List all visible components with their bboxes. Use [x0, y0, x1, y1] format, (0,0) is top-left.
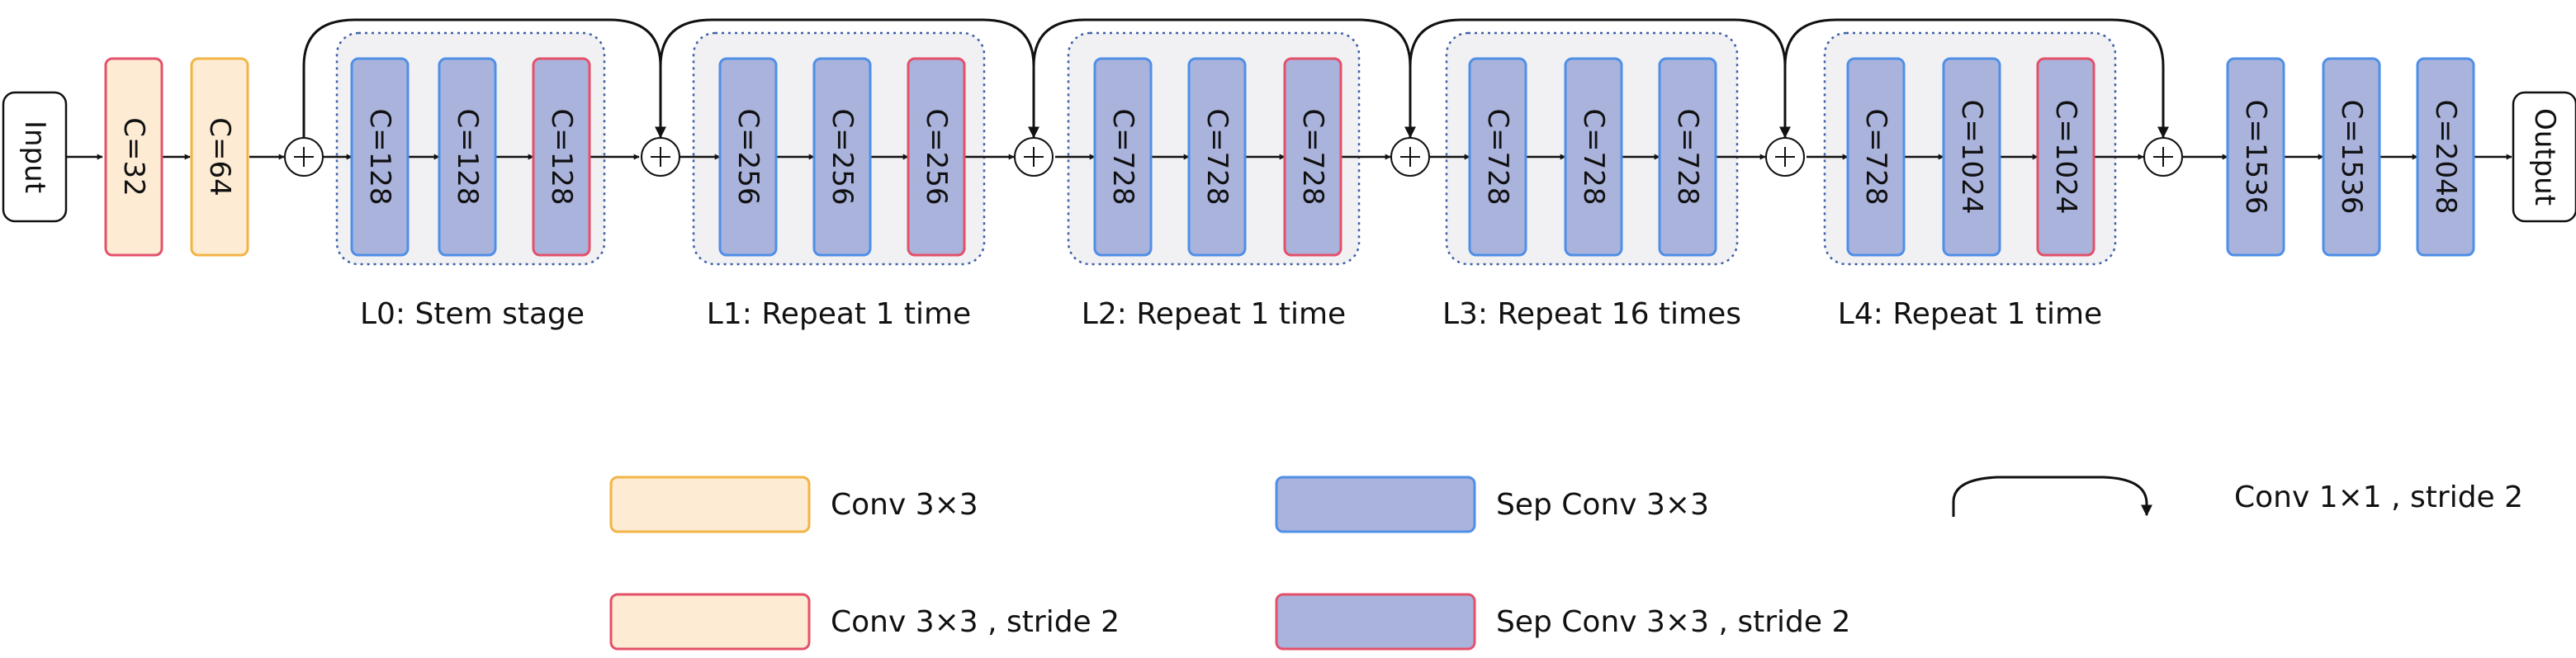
conv-block-sep-stride: C=1024: [2036, 57, 2095, 257]
output-label: Output: [2528, 108, 2561, 206]
conv-block-label: C=256: [826, 108, 859, 205]
skip-connection-arrow: [1032, 18, 1416, 140]
skip-connection-arrow: [302, 18, 666, 140]
legend-swatch-sep-stride: [1275, 593, 1476, 651]
conv-block-label: C=728: [1296, 108, 1329, 205]
add-node: [2143, 137, 2183, 177]
conv-block-sep: C=728: [1093, 57, 1153, 257]
input-terminal: [2, 91, 68, 223]
skip-connection-arrow: [659, 18, 1039, 140]
conv-block-label: C=728: [1859, 108, 1892, 205]
conv-block-label: C=728: [1481, 108, 1514, 205]
legend-label-skip: Conv 1×1 , stride 2: [2234, 480, 2523, 514]
conv-block-label: C=728: [1106, 108, 1139, 205]
legend-label-sep: Sep Conv 3×3: [1496, 488, 1709, 522]
add-node: [641, 137, 680, 177]
conv-block-sep: C=128: [438, 57, 497, 257]
conv-block-label: C=128: [363, 108, 396, 205]
input-label: Input: [18, 121, 51, 193]
conv-block-sep-stride: C=128: [532, 57, 591, 257]
conv-block-sep: C=256: [718, 57, 778, 257]
legend-label-conv: Conv 3×3: [831, 488, 978, 522]
conv-block-label: C=728: [1671, 108, 1704, 205]
conv-block-rect: [1846, 57, 1906, 257]
conv-block-rect: [190, 57, 249, 257]
stage-label-l3: L3: Repeat 16 times: [1442, 297, 1741, 331]
add-node: [1014, 137, 1054, 177]
conv-block-label: C=128: [545, 108, 578, 205]
conv-block-rect: [2226, 57, 2285, 257]
conv-block-rect: [1283, 57, 1342, 257]
legend: Conv 3×3 Conv 3×3 , stride 2 Sep Conv 3×…: [609, 476, 2523, 651]
conv-block-rect: [2322, 57, 2381, 257]
skip-connection-arrow: [1409, 18, 1791, 140]
stage-label-l1: L1: Repeat 1 time: [707, 297, 971, 331]
conv-block-rect: [2416, 57, 2475, 257]
conv-block-rect: [532, 57, 591, 257]
conv-block-label: C=2048: [2429, 100, 2462, 215]
conv-block-label: C=32: [117, 117, 150, 196]
conv-block-label: C=728: [1200, 108, 1234, 205]
conv-block-sep: C=728: [1468, 57, 1527, 257]
conv-blocks: C=32 C=64 C=128 C=128 C=128 C=256 C=256 C=256 C=…: [104, 57, 2475, 257]
conv-block-sep: C=728: [1658, 57, 1717, 257]
conv-block-label: C=728: [1577, 108, 1610, 205]
conv-block-rect: [1093, 57, 1153, 257]
conv-block-rect: [1187, 57, 1247, 257]
conv-block-label: C=256: [732, 108, 765, 205]
conv-block-sep: C=256: [812, 57, 872, 257]
conv-block-label: C=1536: [2239, 100, 2272, 215]
conv-block-rect: [1564, 57, 1623, 257]
conv-block-rect: [104, 57, 163, 257]
legend-swatch-conv-stride: [609, 593, 811, 651]
legend-swatch-sep: [1275, 476, 1476, 533]
conv-block-sep: C=728: [1564, 57, 1623, 257]
legend-swatch-conv: [609, 476, 811, 533]
conv-block-sep: C=728: [1846, 57, 1906, 257]
stage-label-l2: L2: Repeat 1 time: [1082, 297, 1346, 331]
conv-block-sep: C=728: [1187, 57, 1247, 257]
conv-block-sep-stride: C=728: [1283, 57, 1342, 257]
conv-block-conv: C=64: [190, 57, 249, 257]
stage-label-l0: L0: Stem stage: [360, 297, 585, 331]
conv-block-sep: C=128: [350, 57, 410, 257]
conv-block-sep: C=1536: [2226, 57, 2285, 257]
conv-block-label: C=1536: [2335, 100, 2368, 215]
conv-block-label: C=1024: [1955, 100, 1988, 215]
stage-label-l4: L4: Repeat 1 time: [1838, 297, 2102, 331]
conv-block-rect: [2036, 57, 2095, 257]
conv-block-sep: C=2048: [2416, 57, 2475, 257]
conv-block-rect: [907, 57, 966, 257]
conv-block-sep: C=1024: [1942, 57, 2001, 257]
add-node: [284, 137, 324, 177]
conv-block-rect: [1658, 57, 1717, 257]
conv-block-rect: [438, 57, 497, 257]
conv-block-rect: [718, 57, 778, 257]
conv-block-label: C=64: [203, 117, 236, 196]
skip-connection-arrow: [1783, 18, 2169, 140]
conv-block-conv-stride: C=32: [104, 57, 163, 257]
conv-block-label: C=256: [920, 108, 953, 205]
legend-label-sep-stride: Sep Conv 3×3 , stride 2: [1496, 605, 1850, 639]
conv-block-rect: [350, 57, 410, 257]
conv-block-label: C=1024: [2049, 100, 2082, 215]
legend-skip-arrow-icon: [1952, 476, 2152, 517]
output-terminal: [2512, 91, 2576, 223]
conv-block-rect: [1468, 57, 1527, 257]
conv-block-rect: [1942, 57, 2001, 257]
add-node: [1765, 137, 1805, 177]
conv-block-rect: [812, 57, 872, 257]
legend-label-conv-stride: Conv 3×3 , stride 2: [831, 605, 1120, 639]
conv-block-label: C=128: [451, 108, 484, 205]
conv-block-sep: C=1536: [2322, 57, 2381, 257]
conv-block-sep-stride: C=256: [907, 57, 966, 257]
add-node: [1390, 137, 1430, 177]
